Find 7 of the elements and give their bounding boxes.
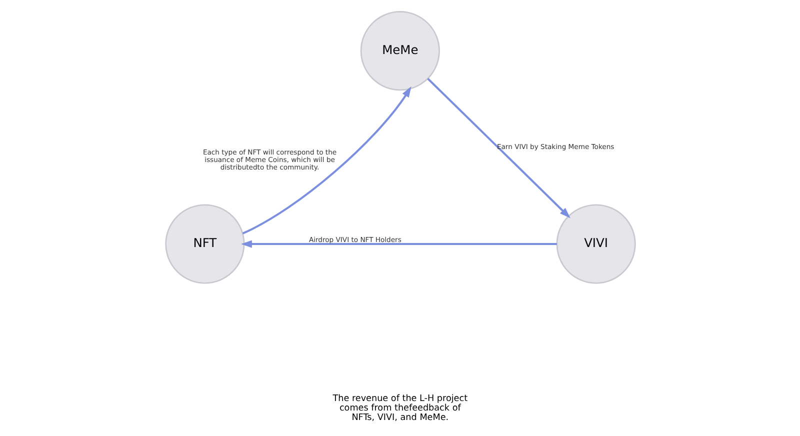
node-circle: VIVI: [556, 204, 636, 284]
arrow: [240, 240, 556, 248]
arrow: [426, 77, 570, 218]
arrow: [242, 86, 411, 234]
label: The revenue of the L-H project comes from thefeedback of NFTs, VIVI, and MeMe.: [332, 394, 468, 423]
node-circle: NFT: [164, 204, 244, 284]
node-circle: MeMe: [360, 10, 440, 90]
